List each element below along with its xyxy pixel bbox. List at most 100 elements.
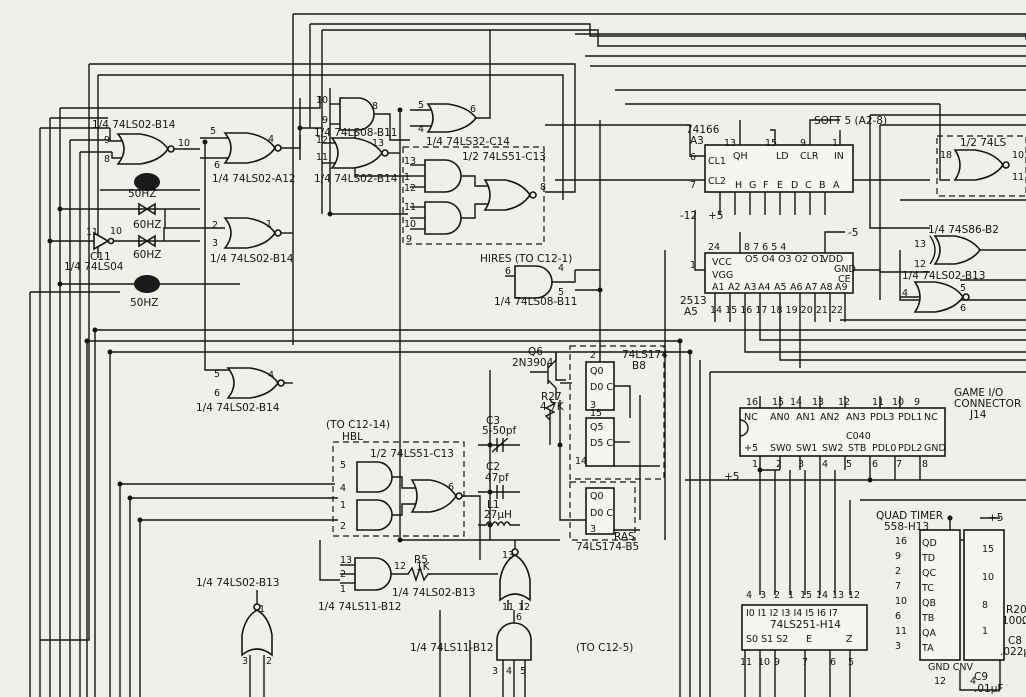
- junction-dots: [47, 107, 953, 543]
- svg-text:14 15 16 17 18 19 20 21 22: 14 15 16 17 18 19 20 21 22: [710, 305, 843, 316]
- svg-text:6: 6: [470, 104, 476, 115]
- svg-text:5: 5: [214, 369, 220, 380]
- svg-text:8: 8: [922, 459, 928, 470]
- conn-r2-7: GND: [924, 443, 946, 454]
- label-r27-val: 4.7K: [540, 401, 565, 413]
- sr-pin-clr: CLR: [800, 151, 819, 162]
- crystal-network: [478, 437, 520, 527]
- label-c14: 1/4 74LS32-C14: [426, 136, 510, 148]
- conn-r2-6: PDL2: [898, 443, 922, 454]
- label-plus5-rom: +5: [708, 210, 723, 222]
- svg-text:6: 6: [830, 657, 836, 668]
- svg-text:5: 5: [520, 666, 526, 677]
- sr-in-d: D: [791, 180, 798, 191]
- label-a5: A5: [684, 306, 698, 318]
- svg-text:12: 12: [518, 602, 530, 613]
- label-c2: C2: [486, 461, 500, 473]
- aoi-gate-c13-top: [410, 159, 537, 235]
- label-b11-hires: 1/4 74LS08-B11: [494, 296, 577, 308]
- frequency-jumpers: [60, 173, 240, 293]
- svg-text:12: 12: [404, 183, 416, 194]
- svg-text:15: 15: [800, 590, 812, 601]
- svg-text:3: 3: [590, 524, 596, 535]
- label-timer-plus5: +5: [988, 512, 1003, 524]
- label-ls174-b5: 74LS174-B5: [576, 541, 639, 553]
- label-r20: R20: [1006, 604, 1026, 616]
- svg-text:7: 7: [802, 657, 808, 668]
- timer-tc: TC: [921, 583, 934, 594]
- svg-text:2: 2: [895, 566, 901, 577]
- xor-gate-b2: [929, 235, 1026, 265]
- conn-r1-5: PDL3: [870, 412, 894, 423]
- nor-gate-b14-top: [109, 128, 200, 165]
- nor-gate-b14-left: [223, 217, 293, 249]
- label-r27: R27: [541, 391, 562, 403]
- label-r5: R5: [414, 554, 428, 566]
- conn-r1-4: AN3: [846, 412, 866, 423]
- rom-outputs: O5 O4 O3 O2 O1: [745, 254, 825, 265]
- label-soft5: SOFT 5 (A2-8): [814, 115, 887, 127]
- timer-qc: QC: [922, 568, 936, 579]
- label-50hz-b: 50HZ: [130, 297, 158, 309]
- conn-r1-0: NC: [744, 412, 758, 423]
- label-60hz-a: 60HZ: [133, 219, 161, 231]
- label-r5-val: 1K: [416, 561, 431, 573]
- rom-vgg: VGG: [712, 270, 733, 281]
- svg-text:3: 3: [895, 641, 901, 652]
- label-2513: 2513: [680, 295, 707, 307]
- svg-text:9: 9: [104, 135, 110, 146]
- c13-lower-dashed-box: [332, 441, 465, 537]
- svg-text:3: 3: [492, 666, 498, 677]
- svg-text:Q0: Q0: [590, 366, 604, 377]
- sr-in-e: E: [777, 180, 783, 191]
- svg-text:11: 11: [316, 152, 328, 163]
- svg-text:6: 6: [516, 612, 522, 623]
- rom-a6: A6: [790, 282, 803, 293]
- svg-text:1: 1: [832, 138, 838, 149]
- mux-z: Z: [846, 634, 853, 645]
- sr-cl1: CL1: [708, 156, 726, 167]
- svg-text:1: 1: [690, 260, 696, 271]
- label-b13-lower: 1/4 74LS02-B13: [392, 587, 475, 599]
- svg-text:3: 3: [212, 238, 218, 249]
- timer-gnd-cnv: GND CNV: [928, 662, 974, 673]
- mux-74ls251: [741, 604, 868, 651]
- label-hires: HIRES (TO C12-1): [480, 253, 572, 265]
- svg-text:6: 6: [505, 266, 511, 277]
- nor-gate-b14-lower: [226, 367, 293, 399]
- label-c2-val: 47pf: [485, 472, 509, 484]
- svg-text:9: 9: [406, 234, 412, 245]
- svg-text:6: 6: [214, 388, 220, 399]
- right-dashed-box: [936, 135, 1026, 197]
- svg-text:4: 4: [822, 459, 828, 470]
- svg-text:14: 14: [790, 397, 802, 408]
- svg-text:8: 8: [104, 154, 110, 165]
- svg-text:2: 2: [776, 459, 782, 470]
- svg-text:Q0: Q0: [590, 491, 604, 502]
- label-ras: RAS: [614, 531, 635, 543]
- svg-text:4: 4: [506, 666, 512, 677]
- nor-gate-b13-right: [900, 281, 970, 313]
- svg-text:2: 2: [340, 569, 346, 580]
- label-minus12: -12: [680, 210, 697, 222]
- label-to-c12-5: (TO C12-5): [576, 642, 633, 654]
- svg-text:Q5: Q5: [590, 422, 604, 433]
- svg-text:9: 9: [914, 397, 920, 408]
- svg-text:3: 3: [798, 459, 804, 470]
- svg-text:8 7 6 5 4: 8 7 6 5 4: [744, 242, 786, 253]
- label-ls04: 1/4 74LS04: [64, 261, 124, 273]
- svg-text:9: 9: [774, 657, 780, 668]
- svg-text:10: 10: [892, 397, 904, 408]
- svg-text:13: 13: [404, 156, 416, 167]
- svg-text:5: 5: [340, 460, 346, 471]
- svg-text:18: 18: [940, 150, 952, 161]
- svg-text:1: 1: [259, 604, 265, 615]
- transistor-q6: [530, 352, 572, 421]
- svg-text:6: 6: [690, 152, 696, 163]
- svg-text:10: 10: [178, 138, 190, 149]
- rom-ce: CE: [838, 274, 851, 285]
- conn-r2-0: +5: [744, 443, 758, 454]
- or-gate-c14: [410, 30, 491, 133]
- label-b13-left: 1/4 74LS02-B13: [196, 577, 279, 589]
